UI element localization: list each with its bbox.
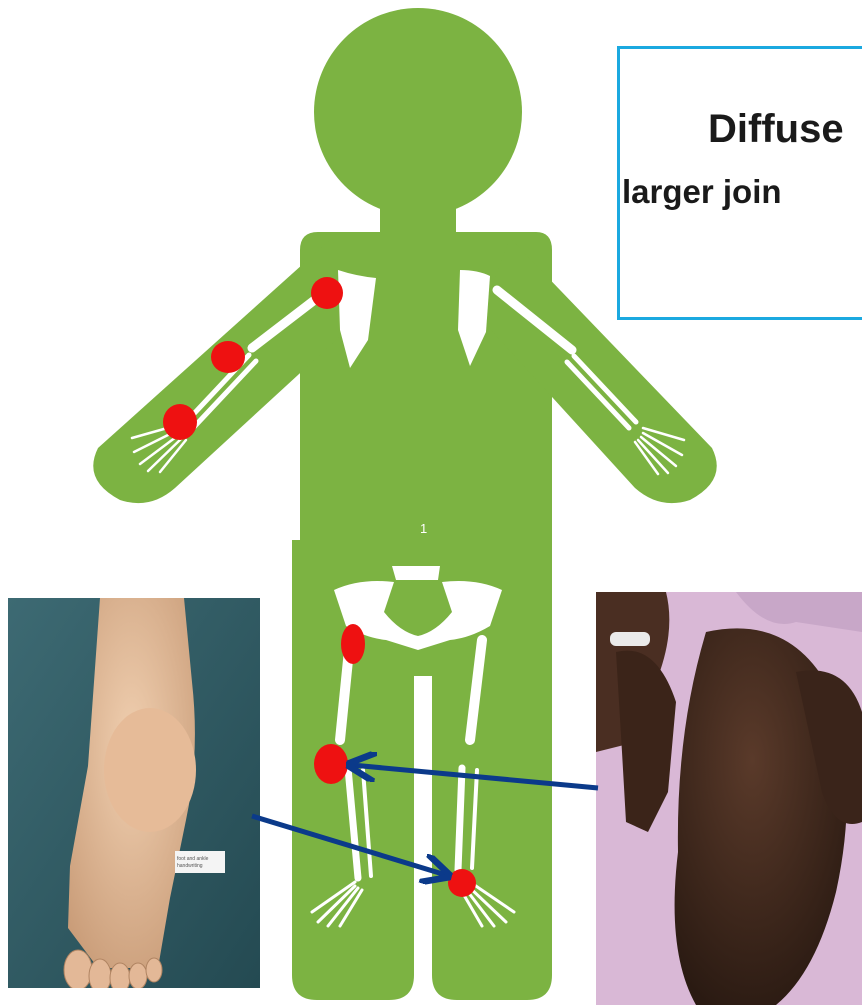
hip-marker — [341, 624, 365, 664]
callout-line-1: Diffuse — [708, 107, 844, 152]
foot-photo: foot and ankle handwriting — [8, 598, 260, 988]
ankle-marker — [448, 869, 476, 897]
callout-box: Diffuse larger join — [617, 46, 862, 320]
head-shape — [314, 8, 522, 216]
knee-photo — [596, 592, 862, 1005]
slide-number: 1 — [420, 521, 427, 536]
callout-line-2: larger join — [622, 173, 782, 211]
shoulder-marker — [311, 277, 343, 309]
wrist-marker — [163, 404, 197, 440]
knee-marker — [314, 744, 348, 784]
right-tibia — [458, 768, 462, 870]
elbow-marker — [211, 341, 245, 373]
photo-label — [175, 851, 225, 873]
